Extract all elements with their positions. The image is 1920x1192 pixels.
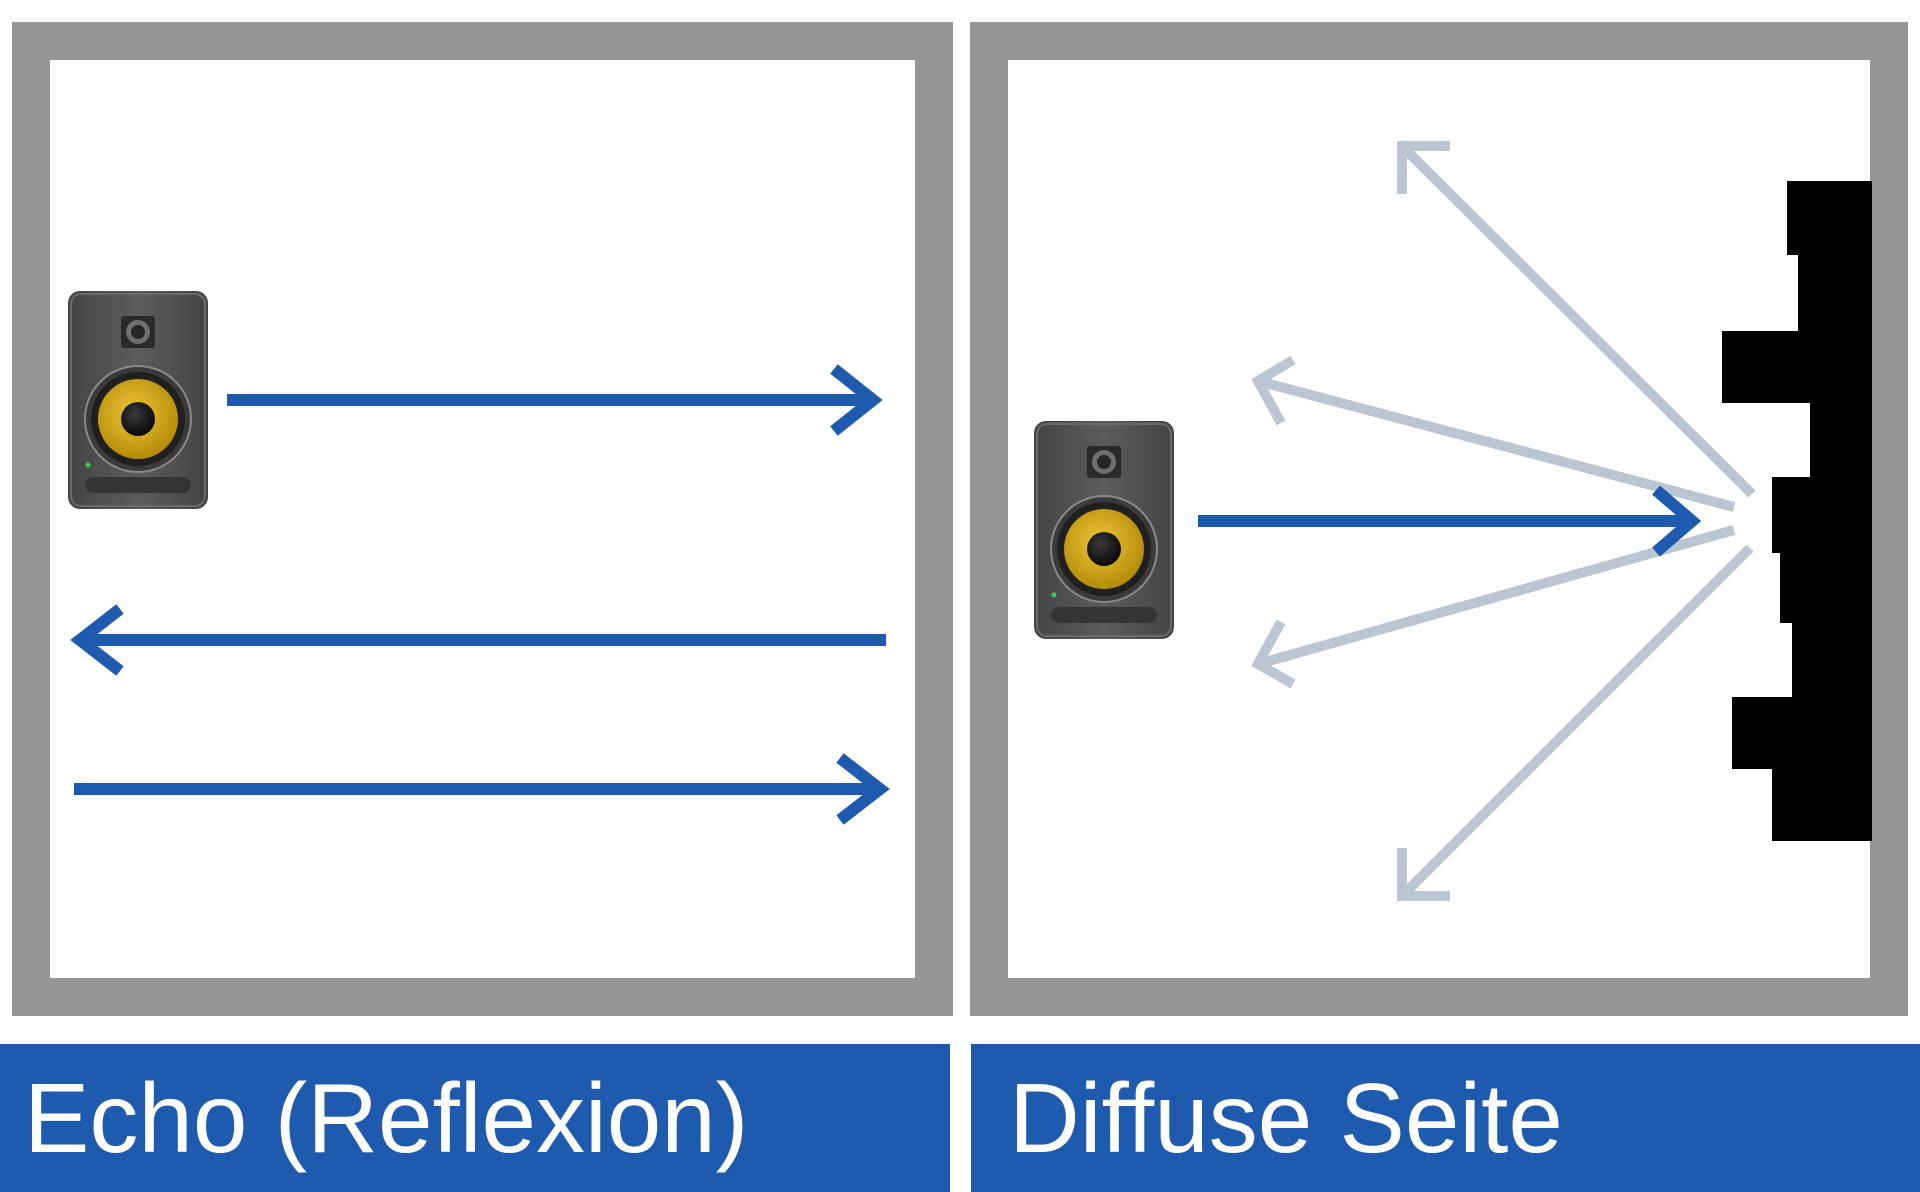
diffuse-caption: Diffuse Seite [971,1044,1920,1192]
diffuse-incident-arrow [1198,485,1702,557]
echo-outgoing-arrow [227,364,883,436]
echo-caption: Echo (Reflexion) [0,1044,950,1192]
scatter-arrow-lower-left [1251,525,1736,689]
echo-room-wall [12,22,953,1016]
echo-speaker-icon [67,291,209,509]
scatter-arrow-up [1397,141,1756,498]
scatter-arrow-upper-left [1251,355,1736,512]
scatter-arrow-down [1397,544,1754,901]
scattered-wave-arrows [1251,141,1756,901]
diffuse-panel [970,22,1908,1016]
diffuse-speaker-icon [1033,421,1175,639]
echo-reflected-arrow [70,604,886,676]
echo-panel [12,22,953,1016]
echo-repeat-arrow [74,753,890,825]
